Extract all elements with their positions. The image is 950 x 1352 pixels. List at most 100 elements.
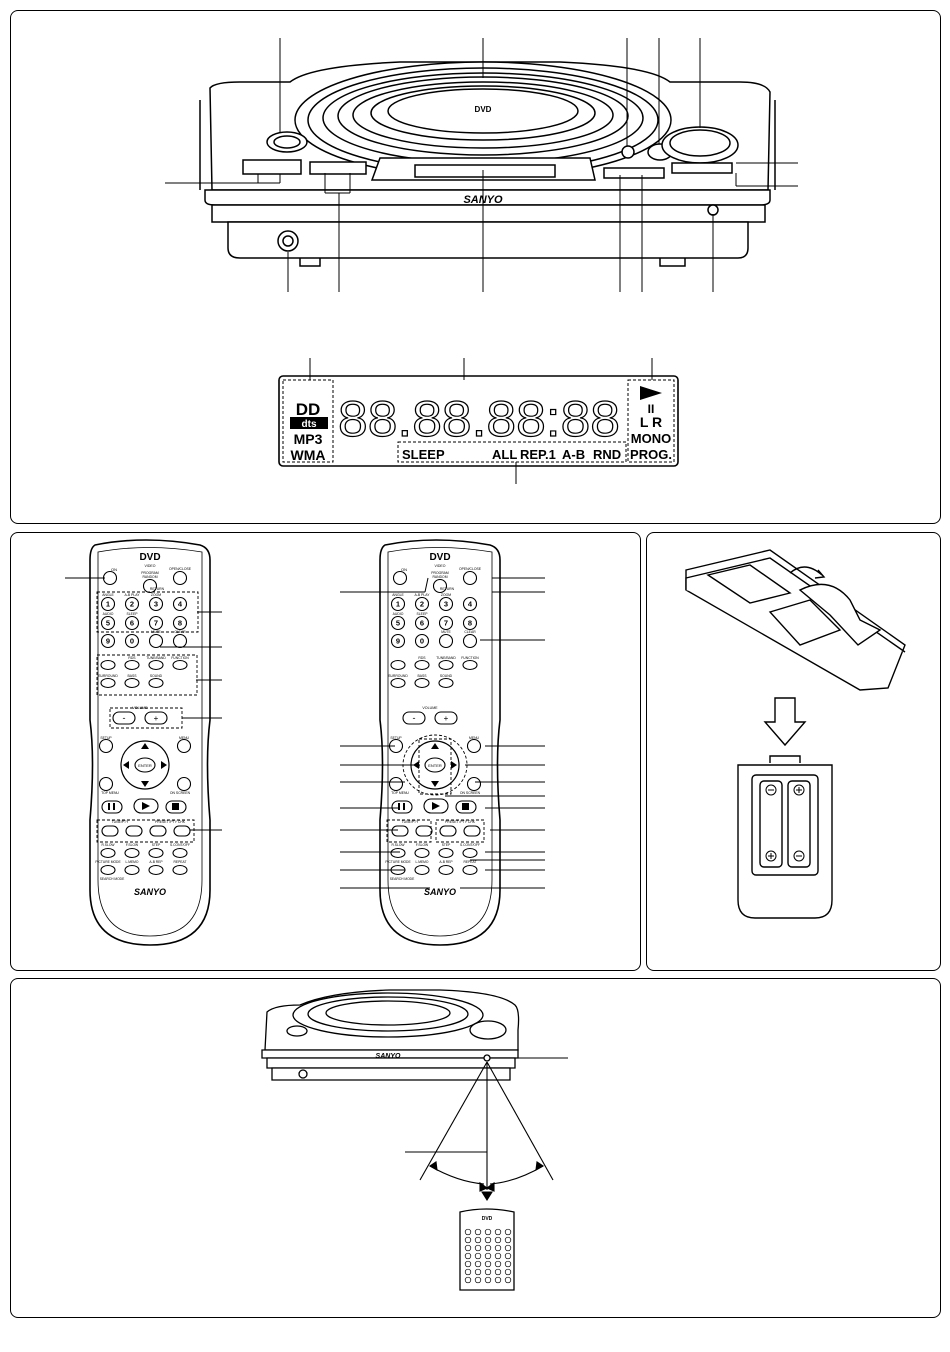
- tiny-button[interactable]: [464, 1236, 472, 1244]
- prev-button[interactable]: [439, 825, 457, 837]
- tiny-button[interactable]: [504, 1236, 512, 1244]
- on-screen-button[interactable]: [176, 776, 192, 792]
- tiny-button[interactable]: [494, 1252, 502, 1260]
- next-button[interactable]: [463, 825, 481, 837]
- function-button[interactable]: [172, 659, 188, 671]
- up-arrow-icon[interactable]: [141, 743, 149, 749]
- pause-icon-2[interactable]: [113, 803, 115, 810]
- digit-6-button[interactable]: [124, 615, 140, 631]
- tiny-button[interactable]: [484, 1228, 492, 1236]
- rewind-button[interactable]: [101, 825, 119, 837]
- display-button[interactable]: [390, 659, 406, 671]
- volume-down-button[interactable]: [402, 711, 426, 725]
- pause-icon[interactable]: [398, 803, 400, 810]
- tiny-button[interactable]: [464, 1252, 472, 1260]
- display-button[interactable]: [100, 659, 116, 671]
- enter-button[interactable]: [424, 757, 446, 773]
- play-icon[interactable]: [432, 802, 440, 810]
- digit-7-button[interactable]: [438, 615, 454, 631]
- digit-8-button[interactable]: [172, 615, 188, 631]
- forward-button[interactable]: [125, 825, 143, 837]
- digit-1-button[interactable]: [100, 596, 116, 612]
- digit-1-button[interactable]: [390, 596, 406, 612]
- tiny-button[interactable]: [504, 1276, 512, 1284]
- power-button[interactable]: [392, 570, 408, 586]
- tiny-button[interactable]: [474, 1236, 482, 1244]
- tiny-button[interactable]: [464, 1276, 472, 1284]
- tiny-button[interactable]: [494, 1276, 502, 1284]
- down-arrow-icon[interactable]: [431, 781, 439, 787]
- l_memo-button[interactable]: [124, 864, 140, 876]
- pause-button[interactable]: [101, 800, 123, 814]
- digit-5-button[interactable]: [100, 615, 116, 631]
- sound-button[interactable]: [438, 677, 454, 689]
- menu-button[interactable]: [176, 738, 192, 754]
- tiny-button[interactable]: [494, 1260, 502, 1268]
- program-button[interactable]: [142, 578, 158, 594]
- digit-7-button[interactable]: [148, 615, 164, 631]
- power-button[interactable]: [102, 570, 118, 586]
- setup-button[interactable]: [98, 738, 114, 754]
- tiny-button[interactable]: [474, 1228, 482, 1236]
- tiny-button[interactable]: [474, 1276, 482, 1284]
- tiny-button[interactable]: [484, 1244, 492, 1252]
- tiny-button[interactable]: [504, 1268, 512, 1276]
- forward-button[interactable]: [415, 825, 433, 837]
- f_slow-button[interactable]: [414, 847, 430, 859]
- mute-button[interactable]: [148, 633, 164, 649]
- digit-2-button[interactable]: [414, 596, 430, 612]
- function-button[interactable]: [462, 659, 478, 671]
- digit-5-button[interactable]: [390, 615, 406, 631]
- tiny-button[interactable]: [474, 1244, 482, 1252]
- tiny-button[interactable]: [474, 1268, 482, 1276]
- up-arrow-icon[interactable]: [431, 743, 439, 749]
- digit-4-button[interactable]: [462, 596, 478, 612]
- digit-6-button[interactable]: [414, 615, 430, 631]
- open-close-button[interactable]: [172, 570, 188, 586]
- mute-button[interactable]: [438, 633, 454, 649]
- rewind-button[interactable]: [391, 825, 409, 837]
- digit-0-button[interactable]: [124, 633, 140, 649]
- ab_rep-button[interactable]: [438, 864, 454, 876]
- digit-4-button[interactable]: [172, 596, 188, 612]
- tiny-button[interactable]: [464, 1268, 472, 1276]
- tiny-button[interactable]: [484, 1268, 492, 1276]
- digit-9-button[interactable]: [100, 633, 116, 649]
- surround-button[interactable]: [390, 677, 406, 689]
- pause-button[interactable]: [391, 800, 413, 814]
- tiny-button[interactable]: [494, 1236, 502, 1244]
- rds-button[interactable]: [414, 659, 430, 671]
- top-menu-button[interactable]: [98, 776, 114, 792]
- on-screen-button[interactable]: [466, 776, 482, 792]
- volume-up-button[interactable]: [434, 711, 458, 725]
- down-arrow-icon[interactable]: [141, 781, 149, 787]
- open-close-button[interactable]: [462, 570, 478, 586]
- left-arrow-icon[interactable]: [123, 761, 129, 769]
- digit-8-button[interactable]: [462, 615, 478, 631]
- clear-button[interactable]: [172, 633, 188, 649]
- tiny-button[interactable]: [484, 1252, 492, 1260]
- volume-up-button[interactable]: [144, 711, 168, 725]
- tiny-button[interactable]: [484, 1236, 492, 1244]
- tiny-button[interactable]: [504, 1252, 512, 1260]
- r_slow-button[interactable]: [390, 847, 406, 859]
- tiny-button[interactable]: [464, 1260, 472, 1268]
- right-arrow-icon[interactable]: [451, 761, 457, 769]
- pause-icon[interactable]: [108, 803, 110, 810]
- rds-button[interactable]: [124, 659, 140, 671]
- clear-button[interactable]: [462, 633, 478, 649]
- tiny-button[interactable]: [484, 1260, 492, 1268]
- digit-2-button[interactable]: [124, 596, 140, 612]
- volume-down-button[interactable]: [112, 711, 136, 725]
- digit-3-button[interactable]: [438, 596, 454, 612]
- tiny-button[interactable]: [494, 1244, 502, 1252]
- prev-button[interactable]: [149, 825, 167, 837]
- pause-icon-2[interactable]: [403, 803, 405, 810]
- tune_band-button[interactable]: [438, 659, 454, 671]
- menu-button[interactable]: [466, 738, 482, 754]
- tiny-button[interactable]: [464, 1244, 472, 1252]
- tiny-button[interactable]: [504, 1244, 512, 1252]
- picture_mode-button[interactable]: [100, 864, 116, 876]
- l_memo-button[interactable]: [414, 864, 430, 876]
- surround-button[interactable]: [100, 677, 116, 689]
